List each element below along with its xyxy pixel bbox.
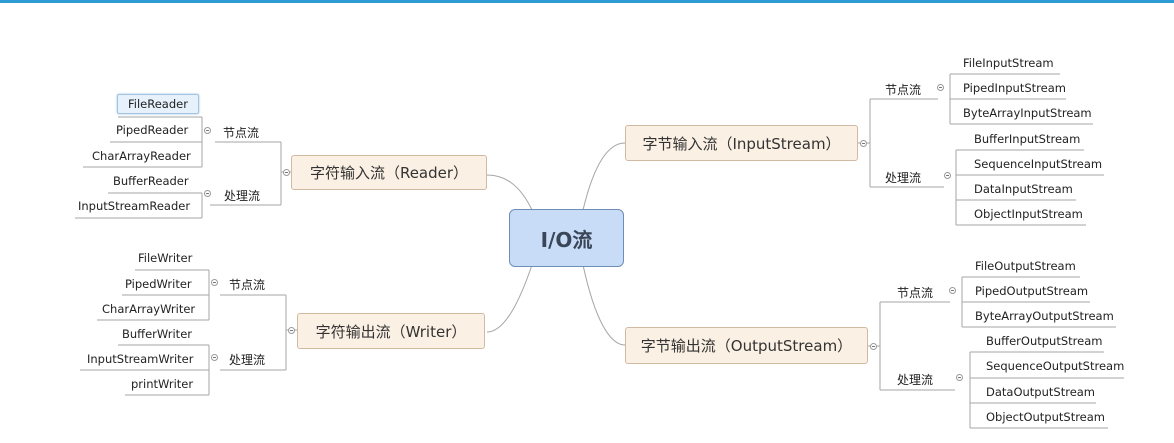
collapse-icon[interactable] (204, 190, 211, 197)
writer-proc-stream-label[interactable]: 处理流 (229, 353, 266, 367)
leaf-piped-writer[interactable]: PipedWriter (125, 277, 192, 291)
collapse-icon[interactable] (949, 287, 956, 294)
collapse-icon[interactable] (288, 327, 295, 334)
leaf-buffer-writer[interactable]: BufferWriter (122, 327, 192, 341)
input-stream-branch-node[interactable]: 字节输入流（InputStream） (625, 125, 858, 161)
collapse-icon[interactable] (204, 127, 211, 134)
collapse-icon[interactable] (283, 169, 290, 176)
leaf-data-input-stream[interactable]: DataInputStream (974, 182, 1073, 196)
leaf-sequence-input-stream[interactable]: SequenceInputStream (974, 157, 1103, 171)
leaf-char-array-reader[interactable]: CharArrayReader (92, 149, 191, 163)
collapse-icon[interactable] (956, 374, 963, 381)
leaf-input-stream-writer[interactable]: InputStreamWriter (87, 352, 194, 366)
reader-branch-node[interactable]: 字符输入流（Reader） (291, 155, 487, 190)
leaf-buffer-reader[interactable]: BufferReader (113, 174, 189, 188)
input-node-stream-label[interactable]: 节点流 (885, 83, 922, 97)
leaf-print-writer[interactable]: printWriter (131, 377, 194, 391)
leaf-piped-input-stream[interactable]: PipedInputStream (963, 81, 1066, 95)
output-node-stream-label[interactable]: 节点流 (897, 286, 934, 300)
leaf-file-input-stream[interactable]: FileInputStream (963, 56, 1054, 70)
reader-node-stream-label[interactable]: 节点流 (223, 126, 260, 140)
leaf-buffer-output-stream[interactable]: BufferOutputStream (986, 334, 1103, 348)
leaf-piped-reader[interactable]: PipedReader (116, 123, 189, 137)
leaf-file-reader[interactable]: FileReader (117, 94, 199, 114)
collapse-icon[interactable] (860, 140, 867, 147)
leaf-file-output-stream[interactable]: FileOutputStream (975, 259, 1076, 273)
leaf-object-input-stream[interactable]: ObjectInputStream (974, 207, 1083, 221)
leaf-char-array-writer[interactable]: CharArrayWriter (102, 302, 196, 316)
input-proc-stream-label[interactable]: 处理流 (885, 171, 922, 185)
leaf-object-output-stream[interactable]: ObjectOutputStream (986, 410, 1106, 424)
output-proc-stream-label[interactable]: 处理流 (897, 373, 934, 387)
leaf-input-stream-reader[interactable]: InputStreamReader (78, 199, 191, 213)
output-stream-branch-node[interactable]: 字节输出流（OutputStream） (625, 327, 868, 364)
leaf-byte-array-input-stream[interactable]: ByteArrayInputStream (963, 106, 1092, 120)
reader-proc-stream-label[interactable]: 处理流 (224, 189, 261, 203)
leaf-buffer-input-stream[interactable]: BufferInputStream (974, 132, 1081, 146)
leaf-data-output-stream[interactable]: DataOutputStream (986, 385, 1096, 399)
writer-node-stream-label[interactable]: 节点流 (229, 278, 266, 292)
writer-branch-node[interactable]: 字符输出流（Writer） (297, 313, 485, 349)
leaf-byte-array-output-stream[interactable]: ByteArrayOutputStream (975, 309, 1114, 323)
collapse-icon[interactable] (944, 172, 951, 179)
leaf-sequence-output-stream[interactable]: SequenceOutputStream (986, 359, 1125, 373)
top-accent-bar (0, 0, 1174, 3)
collapse-icon[interactable] (211, 279, 218, 286)
root-node[interactable]: I/O流 (509, 209, 624, 267)
collapse-icon[interactable] (211, 354, 218, 361)
collapse-icon[interactable] (937, 84, 944, 91)
leaf-file-writer[interactable]: FileWriter (138, 251, 193, 265)
collapse-icon[interactable] (870, 343, 877, 350)
leaf-piped-output-stream[interactable]: PipedOutputStream (975, 284, 1089, 298)
